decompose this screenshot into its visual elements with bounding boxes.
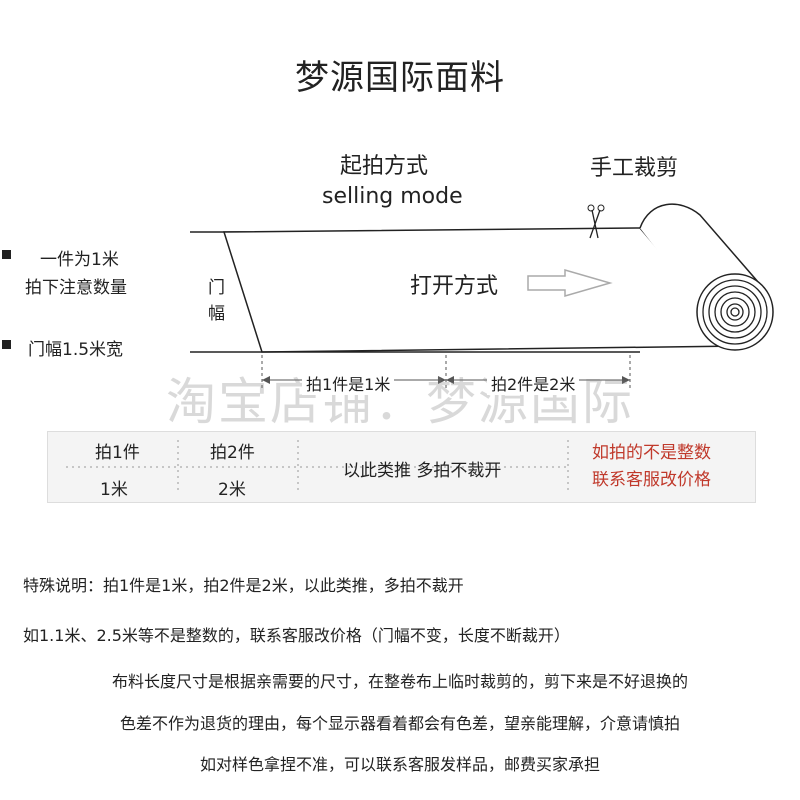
page-title: 梦源国际面料 xyxy=(295,58,505,98)
note-width: 门幅1.5米宽 xyxy=(28,340,124,360)
table-cell-two-pieces: 拍2件 xyxy=(210,443,255,463)
roll-end-icon xyxy=(696,273,774,351)
measure-two-meter: 拍2件是2米 xyxy=(487,371,580,395)
open-arrow-icon xyxy=(527,269,613,297)
bullet-icon xyxy=(2,340,11,349)
table-red-note-2: 联系客服改价格 xyxy=(592,470,711,490)
pricing-table xyxy=(47,431,756,503)
note-cutting: 布料长度尺寸是根据亲需要的尺寸，在整卷布上临时裁剪的，剪下来是不好退换的 xyxy=(111,672,688,691)
note-special: 特殊说明：拍1件是1米，拍2件是2米，以此类推，多拍不裁开 xyxy=(23,576,464,595)
table-cell-pattern: 以此类推 多拍不裁开 xyxy=(343,461,502,481)
scissors-icon xyxy=(587,204,605,239)
note-samples: 如对样色拿捏不准，可以联系客服发样品，邮费买家承担 xyxy=(199,755,600,774)
note-one-piece: 一件为1米 xyxy=(40,250,119,270)
watermark: 淘宝店铺：梦源国际 xyxy=(166,373,634,431)
table-cell-two-meters: 2米 xyxy=(218,480,246,500)
open-method-label: 打开方式 xyxy=(410,274,499,299)
hand-cut-label: 手工裁剪 xyxy=(590,156,679,181)
selling-mode-en: selling mode xyxy=(322,184,463,209)
note-non-integer: 如1.1米、2.5米等不是整数的，联系客服改价格（门幅不变，长度不断裁开） xyxy=(23,626,570,645)
door-width-label: 门幅 xyxy=(208,278,225,324)
table-cell-one-piece: 拍1件 xyxy=(95,443,140,463)
table-cell-one-meter: 1米 xyxy=(100,480,128,500)
note-color-difference: 色差不作为退货的理由，每个显示器看着都会有色差，望亲能理解，介意请慎拍 xyxy=(119,714,680,733)
table-red-note-1: 如拍的不是整数 xyxy=(592,443,711,463)
bullet-icon xyxy=(2,250,11,259)
selling-mode-cn: 起拍方式 xyxy=(340,154,429,179)
note-quantity: 拍下注意数量 xyxy=(25,278,127,298)
measure-one-meter: 拍1件是1米 xyxy=(302,371,395,395)
